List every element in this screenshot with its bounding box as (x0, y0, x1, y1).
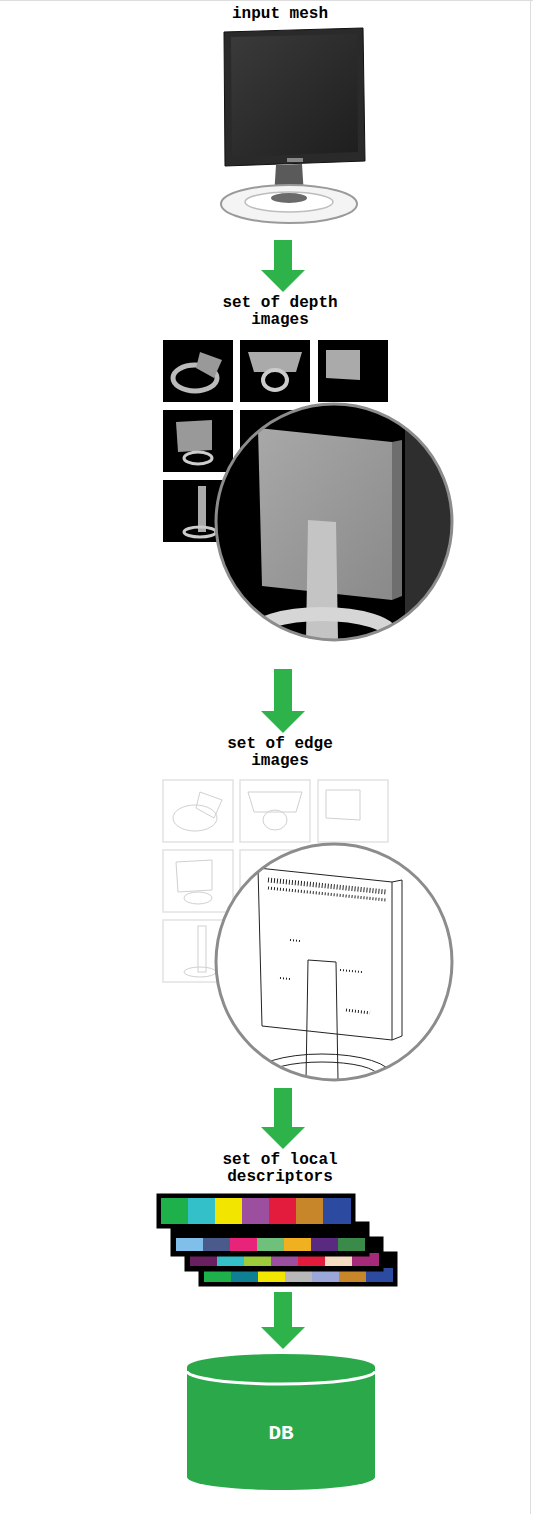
descriptor-strips (158, 1195, 396, 1285)
pipeline-stage: input mesh (145, 6, 415, 238)
flow-arrow (261, 1292, 305, 1349)
monitor-illustration (221, 28, 365, 223)
stage-heading: input mesh (195, 6, 365, 23)
flow-arrow (261, 669, 305, 733)
flow-arrow (261, 1088, 305, 1149)
frame-line (530, 0, 531, 1514)
depth-magnifier (210, 400, 465, 658)
edge-magnifier (210, 840, 460, 1098)
cylinder-label: DB (185, 1422, 377, 1445)
frame-line (0, 0, 533, 1)
stage-heading: set of edge images (195, 736, 365, 770)
database-cylinder: DB (185, 1352, 377, 1492)
pipeline-stage: set of local descriptors (145, 1152, 415, 1290)
pipeline-stage: set of depth images (145, 295, 415, 667)
stage-heading: set of depth images (195, 295, 365, 329)
pipeline-stage: set of edge images (145, 736, 415, 1086)
stage-heading: set of local descriptors (195, 1152, 365, 1186)
flow-arrow (261, 240, 305, 292)
